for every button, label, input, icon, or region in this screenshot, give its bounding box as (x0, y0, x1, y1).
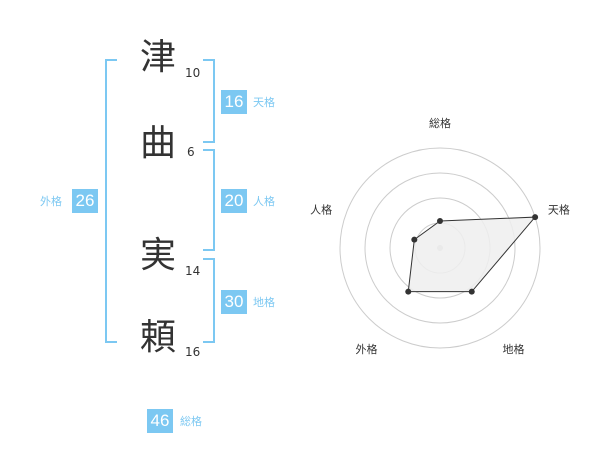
radar-ring (339, 147, 541, 349)
radar-point (532, 214, 539, 221)
radar-ring (364, 172, 516, 324)
radar-point (437, 218, 443, 224)
jinkaku-bracket (203, 149, 215, 251)
jinkaku-label: 人格 (253, 195, 275, 208)
radar-axis-label: 外格 (356, 342, 378, 356)
radar-axis-label: 天格 (548, 202, 570, 216)
name-char-2: 曲 (140, 123, 177, 164)
tenkaku-value: 16 (221, 90, 247, 114)
gaikaku-bracket (105, 59, 117, 343)
tenkaku-label: 天格 (253, 96, 275, 109)
radar-polygon (407, 216, 537, 293)
chikaku-value: 30 (221, 290, 247, 314)
jinkaku-value: 20 (221, 189, 247, 213)
soukaku-label: 総格 (180, 415, 202, 428)
gaikaku-label: 外格 (40, 195, 62, 208)
radar-axis-label: 総格 (429, 116, 451, 130)
gaikaku-value: 26 (72, 189, 98, 213)
name-char-1: 津 (140, 37, 177, 78)
radar-axis-label: 人格 (310, 202, 332, 216)
chikaku-label: 地格 (253, 296, 275, 309)
stroke-count-2: 6 (187, 145, 195, 159)
stroke-count-3: 14 (185, 264, 201, 278)
radar-point (411, 236, 418, 243)
name-char-3: 実 (140, 235, 177, 276)
radar-shape (405, 214, 539, 295)
stroke-count-1: 10 (185, 66, 201, 80)
radar-point (468, 288, 475, 295)
radar-point (405, 288, 412, 295)
name-char-4: 頼 (140, 317, 177, 358)
tenkaku-bracket (203, 59, 215, 143)
chikaku-bracket (203, 258, 215, 343)
radar-axis-label: 地格 (502, 342, 524, 356)
stroke-count-4: 16 (185, 345, 201, 359)
soukaku-value: 46 (147, 409, 173, 433)
